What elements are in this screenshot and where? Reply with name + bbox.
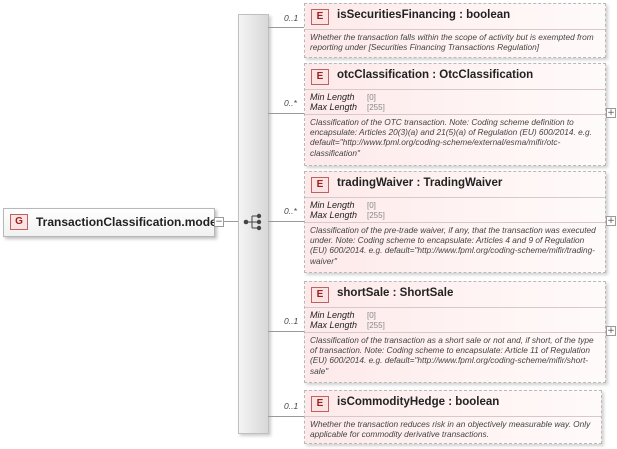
separator (305, 114, 605, 115)
branch-line (268, 113, 304, 114)
facet-value: [0] (367, 93, 376, 102)
element-node-shortSale[interactable]: E shortSale : ShortSale Min Length [0] M… (304, 281, 606, 383)
facet-value: [0] (367, 311, 376, 320)
group-name: TransactionClassification.model (36, 215, 221, 229)
facet-label: Min Length (310, 310, 355, 320)
facet-value: [255] (367, 103, 385, 112)
branch-line (268, 331, 304, 332)
expand-toggle-icon[interactable]: + (606, 108, 616, 118)
element-description: Classification of the transaction as a s… (310, 335, 594, 376)
element-description: Whether the transaction falls within the… (310, 32, 594, 53)
element-badge: E (311, 69, 329, 85)
element-name: tradingWaiver : TradingWaiver (337, 177, 503, 189)
element-description: Classification of the OTC transaction. N… (310, 117, 592, 158)
element-badge: E (311, 177, 329, 193)
sequence-icon (243, 213, 262, 231)
sequence-compositor (238, 14, 269, 434)
branch-line (268, 221, 304, 222)
element-node-isSecuritiesFinancing[interactable]: E isSecuritiesFinancing : boolean Whethe… (304, 3, 606, 58)
element-description: Classification of the pre-trade waiver, … (310, 225, 596, 266)
separator (305, 416, 601, 417)
collapse-toggle-icon[interactable]: − (214, 217, 224, 227)
group-badge: G (10, 214, 28, 230)
element-node-isCommodityHedge[interactable]: E isCommodityHedge : boolean Whether the… (304, 390, 602, 444)
cardinality-label: 0..1 (284, 316, 299, 326)
separator (305, 197, 605, 198)
branch-line (268, 416, 304, 417)
expand-toggle-icon[interactable]: + (606, 216, 616, 226)
expand-toggle-icon[interactable]: + (606, 326, 616, 336)
facet-label: Min Length (310, 92, 355, 102)
cardinality-label: 0..1 (284, 13, 299, 23)
branch-line (268, 27, 304, 28)
facet-label: Max Length (310, 102, 358, 112)
element-node-tradingWaiver[interactable]: E tradingWaiver : TradingWaiver Min Leng… (304, 171, 606, 273)
facet-value: [255] (367, 321, 385, 330)
separator (305, 89, 605, 90)
element-badge: E (311, 287, 329, 303)
facet-label: Max Length (310, 320, 358, 330)
group-connector (224, 221, 238, 222)
cardinality-label: 0..* (284, 98, 297, 108)
element-badge: E (311, 396, 329, 412)
element-name: isSecuritiesFinancing : boolean (337, 9, 511, 21)
cardinality-label: 0..1 (284, 401, 299, 411)
element-name: otcClassification : OtcClassification (337, 69, 534, 81)
separator (305, 332, 605, 333)
element-badge: E (311, 9, 329, 25)
element-name: shortSale : ShortSale (337, 287, 454, 299)
separator (305, 222, 605, 223)
facet-value: [255] (367, 211, 385, 220)
facet-label: Min Length (310, 200, 355, 210)
separator (305, 29, 605, 30)
separator (305, 307, 605, 308)
facet-value: [0] (367, 201, 376, 210)
element-description: Whether the transaction reduces risk in … (310, 419, 591, 440)
cardinality-label: 0..* (284, 206, 297, 216)
element-node-otcClassification[interactable]: E otcClassification : OtcClassification … (304, 63, 606, 166)
group-node[interactable]: G TransactionClassification.model (3, 208, 220, 237)
facet-label: Max Length (310, 210, 358, 220)
element-name: isCommodityHedge : boolean (337, 396, 500, 408)
